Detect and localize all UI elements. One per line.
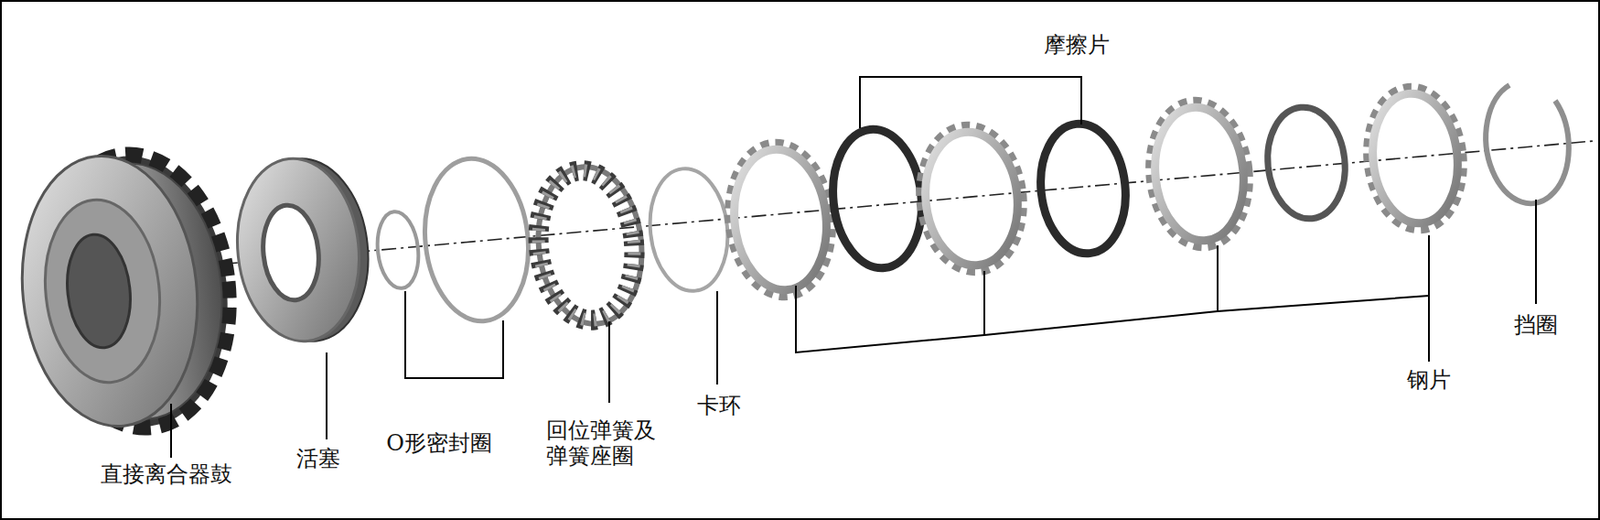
friction-plate xyxy=(1034,119,1132,258)
drum-face xyxy=(9,147,211,435)
drum-bore xyxy=(62,231,137,351)
steel-ring xyxy=(727,144,834,295)
clutch-drum xyxy=(9,147,241,436)
spring-highlight xyxy=(531,165,643,325)
small-o-ring xyxy=(374,209,423,290)
spring-coils xyxy=(531,165,643,325)
leader-line xyxy=(1216,245,1219,312)
leader-line xyxy=(983,270,986,335)
retaining-ring xyxy=(1485,85,1569,204)
steel-ring xyxy=(1148,102,1251,245)
steel-plate xyxy=(1360,82,1471,235)
leader-line xyxy=(170,403,172,458)
steel-plate xyxy=(1142,96,1257,252)
part-label: 卡环 xyxy=(697,393,741,419)
steel-teeth xyxy=(1142,96,1257,252)
steel-teeth xyxy=(1360,82,1471,235)
o-ring-bracket xyxy=(405,290,504,378)
steel-bracket xyxy=(795,285,1429,353)
friction-plate xyxy=(826,124,928,272)
leader-line xyxy=(1428,235,1430,362)
piston xyxy=(228,152,377,348)
steel-ring xyxy=(1366,89,1464,228)
leader-line xyxy=(325,352,328,440)
part-label: O形密封圈 xyxy=(386,430,493,457)
leader-lines xyxy=(171,76,1536,458)
part-label: 回位弹簧及 弹簧座圈 xyxy=(546,418,678,469)
friction-bracket xyxy=(859,76,1082,129)
leader-line xyxy=(716,290,719,385)
leader-line xyxy=(1535,199,1537,304)
part-label: 钢片 xyxy=(1406,367,1451,394)
steel-plate xyxy=(912,120,1031,278)
steel-plate xyxy=(721,138,840,302)
return-springs xyxy=(530,161,649,330)
steel-ring xyxy=(919,127,1025,270)
steel-teeth xyxy=(912,120,1031,278)
drum-hub xyxy=(36,193,169,388)
piston-face xyxy=(228,152,368,348)
part-label: 挡圈 xyxy=(1514,312,1558,339)
leader-line xyxy=(608,321,611,403)
steel-teeth xyxy=(721,138,840,302)
part-label: 直接离合器鼓 xyxy=(100,461,233,488)
piston-bore xyxy=(258,202,324,303)
large-o-ring xyxy=(417,153,537,327)
part-label: 活塞 xyxy=(296,446,341,473)
thin-ring xyxy=(1262,103,1351,223)
snap-ring xyxy=(644,164,734,295)
spring-seat xyxy=(530,161,649,330)
part-label: 摩擦片 xyxy=(1043,32,1110,59)
